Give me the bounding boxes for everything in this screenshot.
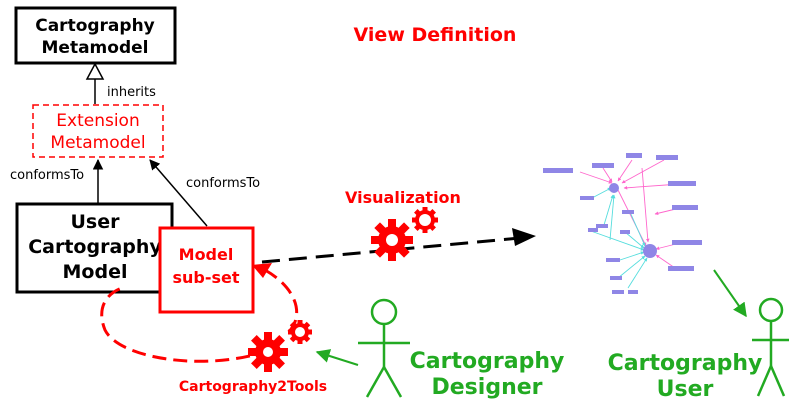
cartography2tools-label: Cartography2Tools [179,379,327,395]
visualization-gears-icon [371,207,438,261]
user-cartography-model-node: User Cartography Model [15,202,174,294]
extension-metamodel-label-line2: Metamodel [50,133,145,153]
cartography-metamodel-node: Cartography Metamodel [14,6,177,65]
conforms-to-left-edge: conformsTo [10,158,104,203]
designer-label-line2: Designer [432,375,543,400]
extension-metamodel-node: Extension Metamodel [32,104,164,158]
designer-label-line1: Cartography [410,349,565,374]
user-cartography-model-label-line3: Model [63,261,128,283]
conforms-to-left-label: conformsTo [10,168,84,183]
diagram-title: View Definition [354,24,517,46]
cartography-metamodel-label-line2: Metamodel [42,38,149,58]
inherits-label: inherits [107,85,156,100]
conforms-to-right-label: conformsTo [186,176,260,191]
model-subset-label-line1: Model [179,245,234,264]
model-subset-node: Model sub-set [158,226,255,314]
extension-metamodel-label-line1: Extension [56,111,139,131]
inherits-edge: inherits [85,62,156,104]
cartography-designer-actor-icon [358,298,410,398]
visualization-graph-preview [543,153,702,294]
conforms-to-right-edge: conformsTo [149,159,260,227]
user-cartography-model-label-line1: User [71,211,121,233]
visualization-label: Visualization [345,188,461,207]
model-subset-label-line2: sub-set [172,268,239,287]
cartography-user-actor-icon [752,297,789,397]
graph-to-user-edge [713,269,747,318]
cartography2tools-gears-icon [248,320,312,372]
visualization-flow-edge [261,228,536,264]
user-cartography-model-label-line2: Cartography [28,236,162,258]
designer-to-tools-edge [315,349,359,366]
user-label-line1: Cartography [608,351,763,376]
cartography-metamodel-label-line1: Cartography [35,16,155,36]
user-label-line2: User [657,377,714,402]
